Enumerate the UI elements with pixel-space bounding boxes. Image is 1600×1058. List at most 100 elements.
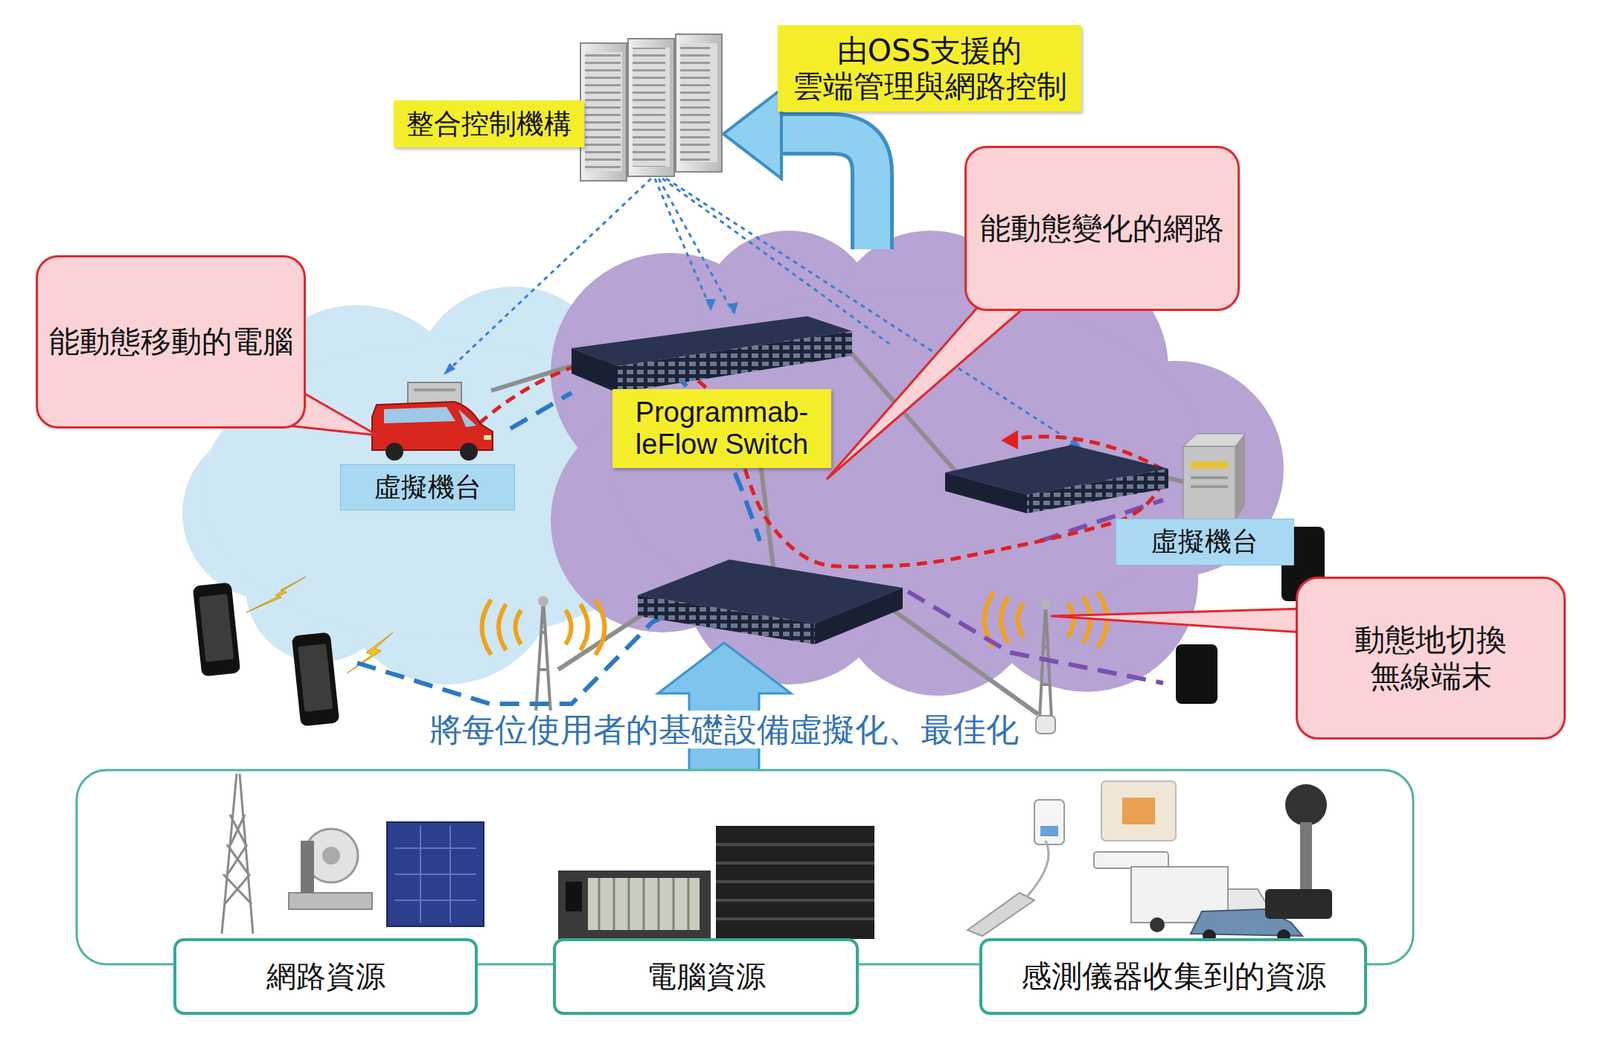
- phone: [192, 582, 241, 678]
- server-rack: [675, 34, 722, 172]
- sensor-devices: [1101, 781, 1176, 841]
- label-holder: 將每位使用者的基礎設備虛擬化、最佳化: [314, 708, 1134, 753]
- server-box: [1190, 476, 1228, 480]
- phone-screen: [198, 593, 234, 662]
- control-line: [654, 178, 711, 309]
- resource-box: 感測儀器收集到的資源: [979, 938, 1368, 1016]
- network-equipment: [386, 822, 484, 927]
- annotation-box: 由OSS支援的 雲端管理與網路控制: [777, 25, 1082, 113]
- switch: [945, 472, 1027, 514]
- vm-label: 虛擬機台: [340, 464, 515, 511]
- dish-antenna: [288, 829, 373, 910]
- antenna-tower: [535, 599, 551, 715]
- callout-box: 能動態變化的網路: [964, 145, 1240, 312]
- callout-pointer: [245, 303, 1303, 633]
- small-device: [1035, 715, 1056, 734]
- van: [458, 409, 477, 428]
- server-rack: [580, 34, 722, 181]
- phone-screen: [297, 643, 333, 712]
- dish-antenna: [322, 846, 341, 865]
- resource-box: 網路資源: [173, 938, 478, 1016]
- network-equipment: [386, 822, 484, 927]
- server-rack: [628, 38, 675, 177]
- node-text: 感測儀器收集到的資源: [1021, 958, 1327, 995]
- node-text: 虛擬機台: [1151, 526, 1259, 558]
- computer-unit: [715, 826, 875, 940]
- signal-wave: [515, 610, 522, 645]
- control-line: [662, 178, 890, 344]
- sensor-devices: [1034, 800, 1065, 845]
- phone-screen: [198, 593, 333, 712]
- server-box: [1183, 446, 1236, 521]
- red-arrowhead: [1000, 430, 1019, 450]
- resource-panel: [76, 770, 1414, 965]
- switch: [571, 316, 1169, 645]
- control-arrowhead: [443, 363, 456, 376]
- sensor-devices: [1300, 822, 1312, 890]
- resource-panel: [76, 770, 1414, 965]
- node-text: 由OSS支援的 雲端管理與網路控制: [792, 32, 1068, 105]
- van: [483, 435, 492, 440]
- tower-top: [1040, 599, 1051, 610]
- server-box: [1183, 433, 1246, 447]
- sensor-devices: [967, 893, 1035, 937]
- sensor-devices: [1122, 797, 1155, 825]
- server-rack: [680, 43, 718, 163]
- sensor-devices: [1040, 826, 1059, 837]
- antenna-tower: [1041, 647, 1051, 685]
- node-text: Programmab- leFlow Switch: [625, 396, 819, 460]
- node-text: 虛擬機台: [374, 471, 482, 504]
- tower-illustration: [223, 814, 252, 905]
- sensor-devices: [967, 781, 1333, 943]
- computer-unit: [565, 881, 582, 912]
- control-arrowhead: [705, 299, 716, 312]
- vm-label: 虛擬機台: [1115, 518, 1295, 565]
- callout-pointer: [826, 303, 1026, 480]
- computer-unit: [587, 878, 700, 931]
- signal-wave: [498, 604, 507, 651]
- server-box: [1190, 461, 1228, 469]
- tower-illustration: [221, 773, 254, 934]
- caption-text: 將每位使用者的基礎設備虛擬化、最佳化: [424, 710, 1024, 749]
- resource-box: 電腦資源: [552, 938, 859, 1016]
- van: [372, 382, 493, 461]
- switch: [637, 595, 815, 645]
- computer-unit: [715, 844, 875, 920]
- server-box: [1190, 485, 1228, 489]
- node-text: 整合控制機構: [406, 107, 572, 141]
- switch: [1026, 468, 1169, 514]
- switch-label: Programmab- leFlow Switch: [612, 389, 832, 468]
- tower-top: [538, 596, 549, 607]
- node-text: 動態地切換 無線端末: [1354, 622, 1507, 695]
- callout-pointer: [1050, 608, 1303, 633]
- server-rack: [584, 52, 623, 172]
- node-text: 能動態移動的電腦: [49, 323, 294, 360]
- signal-wave: [1018, 602, 1024, 638]
- sensor-devices: [1093, 852, 1169, 869]
- blue-dashed-path: [510, 392, 572, 429]
- signal-wave: [565, 610, 572, 645]
- dish-antenna: [288, 893, 373, 910]
- switch: [571, 348, 618, 393]
- node-text: 能動態變化的網路: [980, 210, 1225, 247]
- node-text: 網路資源: [266, 959, 386, 995]
- annotation-box: 整合控制機構: [393, 100, 585, 149]
- node-text: 電腦資源: [646, 959, 766, 995]
- callout-box: 能動態移動的電腦: [35, 255, 306, 429]
- phone: [1175, 644, 1218, 704]
- dish-antenna: [300, 840, 315, 894]
- signal-wave: [482, 599, 492, 655]
- antenna-tower: [1038, 602, 1053, 734]
- antenna-tower: [538, 632, 549, 670]
- computer-unit: [558, 870, 711, 940]
- computer-unit: [558, 826, 875, 940]
- signal-wave: [595, 599, 606, 655]
- oss-arrow: [777, 133, 873, 250]
- switch: [814, 587, 903, 645]
- signal-wave: [1067, 602, 1074, 638]
- signal-wave: [580, 604, 588, 651]
- callout-box: 動態地切換 無線端末: [1295, 576, 1566, 740]
